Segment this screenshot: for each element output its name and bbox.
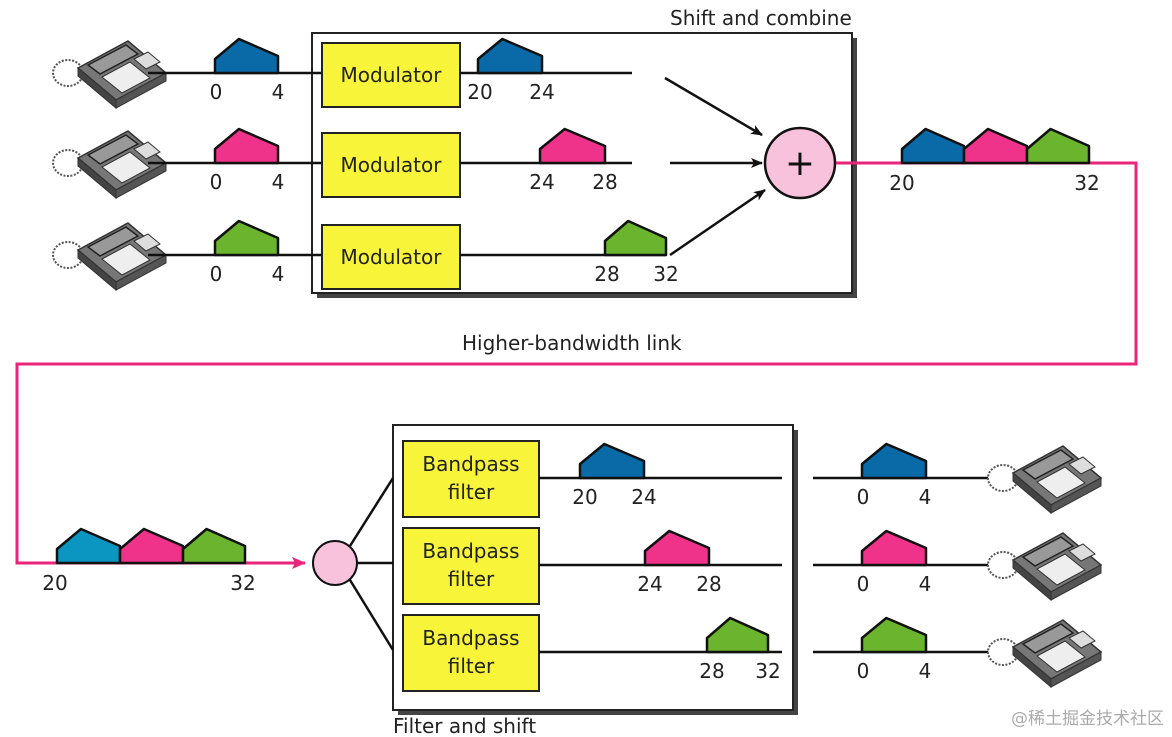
freq-label: 28	[696, 572, 721, 596]
freq-label: 20	[42, 571, 67, 595]
plus-icon: +	[785, 143, 815, 184]
filter-label: filter	[448, 480, 495, 504]
freq-label: 28	[699, 659, 724, 683]
combined-band-green	[1027, 129, 1089, 163]
watermark: @稀土掘金技术社区	[1011, 704, 1164, 729]
filter-label: Bandpass	[422, 626, 519, 650]
combined-band-green	[183, 529, 245, 563]
freq-label: 20	[467, 80, 492, 104]
link-label: Higher-bandwidth link	[462, 331, 682, 355]
freq-label: 0	[857, 572, 870, 596]
freq-label: 24	[529, 170, 554, 194]
modulator-label: Modulator	[341, 153, 443, 177]
filter-and-shift-title: Filter and shift	[393, 714, 536, 737]
freq-label: 4	[919, 572, 932, 596]
freq-label: 32	[755, 659, 780, 683]
freq-label: 4	[272, 80, 285, 104]
baseband-band-pink	[862, 531, 926, 565]
telephone-icon	[53, 223, 166, 290]
freq-label: 20	[889, 171, 914, 195]
telephone-icon	[988, 533, 1101, 600]
freq-label: 4	[919, 659, 932, 683]
modulator-label: Modulator	[341, 63, 443, 87]
baseband-band-green	[862, 618, 926, 652]
freq-label: 4	[272, 262, 285, 286]
filter-label: filter	[448, 654, 495, 678]
telephone-icon	[53, 41, 166, 108]
freq-label: 32	[653, 262, 678, 286]
split-line-1	[350, 478, 393, 546]
filter-label: Bandpass	[422, 539, 519, 563]
input-band-blue	[215, 39, 278, 73]
combined-band-teal	[57, 529, 120, 563]
combined-band-pink	[964, 129, 1027, 163]
baseband-band-blue	[862, 444, 926, 478]
freq-label: 0	[857, 485, 870, 509]
freq-label: 4	[272, 170, 285, 194]
freq-label: 20	[572, 485, 597, 509]
input-band-pink	[215, 129, 278, 163]
freq-label: 24	[631, 485, 656, 509]
filter-label: Bandpass	[422, 452, 519, 476]
telephone-icon	[988, 446, 1101, 513]
input-band-green	[215, 221, 278, 255]
freq-label: 0	[210, 80, 223, 104]
freq-label: 0	[210, 262, 223, 286]
freq-label: 28	[594, 262, 619, 286]
freq-label: 28	[592, 170, 617, 194]
freq-label: 4	[919, 485, 932, 509]
split-line-3	[350, 580, 393, 650]
shift-and-combine-title: Shift and combine	[670, 6, 852, 30]
freq-label: 0	[857, 659, 870, 683]
combined-band-blue	[902, 129, 964, 163]
telephone-icon	[988, 620, 1101, 687]
freq-label: 24	[637, 572, 662, 596]
combined-band-pink	[120, 529, 183, 563]
filter-label: filter	[448, 567, 495, 591]
splitter-circle	[313, 541, 357, 585]
freq-label: 24	[529, 80, 554, 104]
modulator-label: Modulator	[341, 245, 443, 269]
freq-label: 32	[1074, 171, 1099, 195]
freq-label: 32	[230, 571, 255, 595]
freq-label: 0	[210, 170, 223, 194]
telephone-icon	[53, 131, 166, 198]
